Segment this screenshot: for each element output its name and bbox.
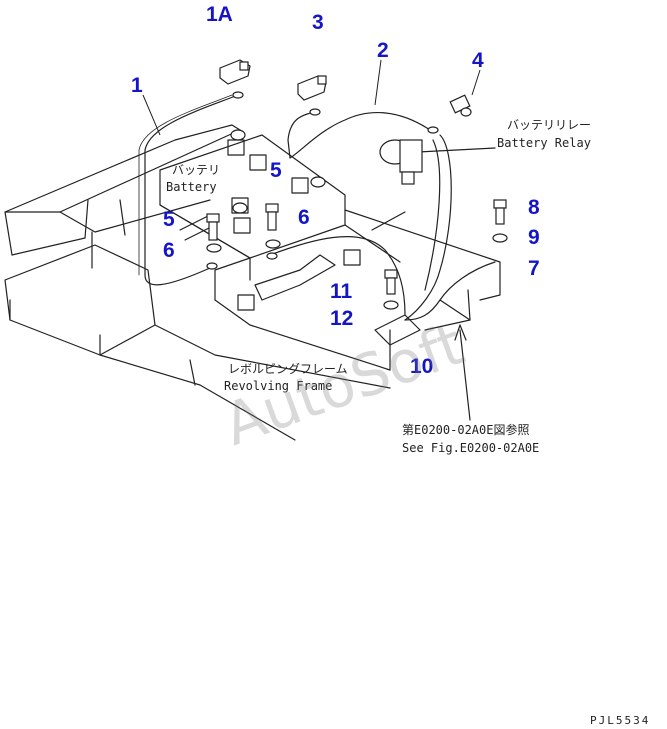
frame-label-en: Revolving Frame [224,379,333,393]
relay-label-en: Battery Relay [497,136,591,150]
callout-11: 11 [330,280,353,303]
harness-10 [269,236,406,316]
callout-1a: 1A [206,3,233,26]
callout-12: 12 [330,307,354,330]
callout-2: 2 [377,39,389,62]
bolt-5-upper [265,203,279,231]
relay-cable-2 [424,139,441,291]
frame-label-jp: レボルビングフレーム [228,362,348,376]
battery-body [159,134,401,371]
battery-label-jp: バッテリ [172,163,221,177]
callout-4: 4 [472,49,484,72]
bolt-8 [493,199,507,225]
callout-8: 8 [528,196,540,219]
reference-leader [459,329,471,421]
harness-7 [404,261,496,321]
washer-9 [492,233,508,243]
washer-6-right [265,239,281,249]
washer-6-left [206,243,222,253]
relay-cable [404,134,452,321]
callout-5-upper: 5 [270,159,282,182]
part-4 [449,94,472,117]
callout-6-right: 6 [298,206,310,229]
switch-1a [219,59,251,85]
washer-12 [383,300,399,310]
callout-5-left: 5 [163,208,175,231]
battery-relay [379,139,423,185]
callout-9: 9 [528,226,540,249]
callout-7: 7 [528,257,540,280]
reference-label-jp: 第E0200-02A0E図参照 [402,423,530,437]
relay-label-jp: バッテリリレー [507,118,592,132]
bolt-5-left [206,213,220,241]
cable-1-parallel [138,94,233,276]
reference-label-en: See Fig.E0200-02A0E [402,441,540,455]
frame-left-tray [4,124,391,441]
cable-2 [287,111,431,159]
switch-3 [297,75,327,101]
callout-10: 10 [410,355,434,378]
drawing-code: PJL5534 [590,714,651,727]
battery-label-en: Battery [166,180,217,194]
callout-6-left: 6 [163,239,175,262]
callout-1: 1 [131,74,143,97]
callout-3: 3 [312,11,324,34]
bolt-11 [384,269,398,295]
cable-1 [144,94,239,286]
